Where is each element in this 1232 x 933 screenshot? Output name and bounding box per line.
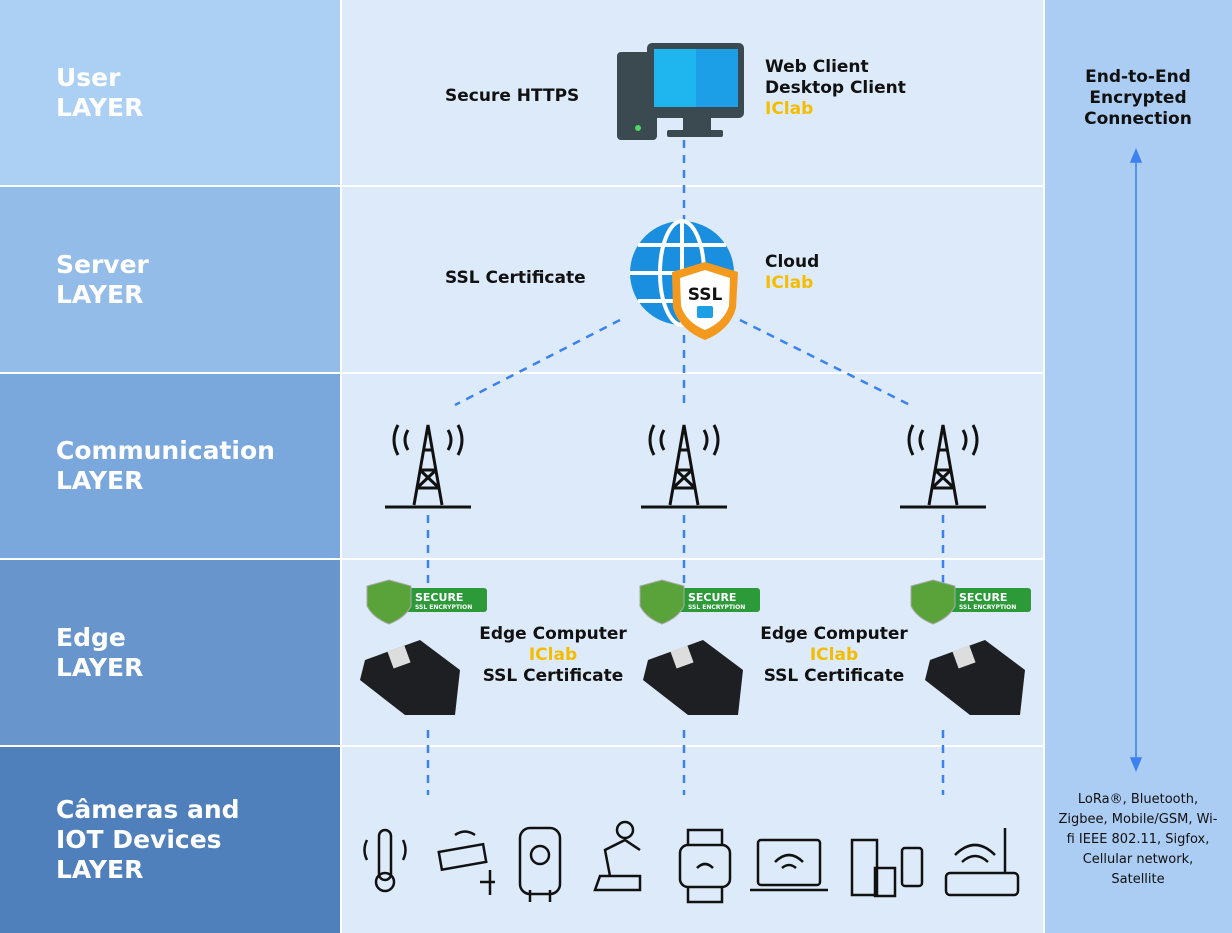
globe-ssl-icon: SSL xyxy=(630,219,738,340)
robot-arm-icon xyxy=(593,820,642,892)
brand-label: IClab xyxy=(809,645,859,665)
computer-icon xyxy=(617,43,744,140)
brand-label: IClab xyxy=(765,99,814,119)
layer-name: User xyxy=(56,62,121,92)
layer-name: Câmeras and IOT Devices xyxy=(56,795,240,854)
water-heater-icon xyxy=(518,826,562,902)
layer-suffix: LAYER xyxy=(56,652,144,682)
secure-https-label: Secure HTTPS xyxy=(445,86,580,106)
layer-suffix: LAYER xyxy=(56,279,144,309)
edge-computer-label: Edge Computer xyxy=(479,624,627,644)
cloud-name: Cloud xyxy=(765,252,820,272)
ssl-certificate-label: SSL Certificate xyxy=(445,268,586,288)
layer-name: Edge xyxy=(56,622,126,652)
edge-computer-label: Edge Computer xyxy=(760,624,908,644)
cloud-label: Cloud IClab xyxy=(765,252,819,294)
radio-tower-icon xyxy=(900,424,986,509)
layer-suffix: LAYER xyxy=(56,466,144,495)
ssl-cert-label: SSL Certificate xyxy=(482,666,624,686)
edge-devices: SECURE SSL ENCRYPTION SECURE SSL ENCRYPT… xyxy=(360,579,1031,715)
wifi-router-icon xyxy=(944,828,1020,897)
edge-label-1: Edge Computer IClab SSL Certificate xyxy=(478,624,628,687)
edge-device-icon: SECURE SSL ENCRYPTION xyxy=(360,579,487,715)
layer-name: Communication xyxy=(56,436,275,465)
clients-label: Web Client Desktop Client IClab xyxy=(765,57,906,120)
secure-badge-title: SECURE xyxy=(959,591,1007,604)
secure-badge-subtitle: SSL ENCRYPTION xyxy=(959,604,1016,611)
laptop-wifi-icon xyxy=(750,838,828,892)
secure-badge-subtitle: SSL ENCRYPTION xyxy=(415,604,472,611)
edge-label-2: Edge Computer IClab SSL Certificate xyxy=(759,624,909,687)
smartwatch-icon xyxy=(678,828,732,904)
layer-name: Server xyxy=(56,249,149,279)
edge-device-icon: SECURE SSL ENCRYPTION xyxy=(639,579,760,715)
edge-device-icon: SECURE SSL ENCRYPTION xyxy=(910,579,1031,715)
ssl-badge-text: SSL xyxy=(688,285,723,305)
radio-tower-icon xyxy=(385,424,471,509)
protocols-list: LoRa®, Bluetooth, Zigbee, Mobile/GSM, Wi… xyxy=(1058,792,1218,887)
radio-tower-icon xyxy=(641,424,727,509)
secure-badge-title: SECURE xyxy=(688,591,736,604)
secure-badge-subtitle: SSL ENCRYPTION xyxy=(688,604,745,611)
ssl-cert-label: SSL Certificate xyxy=(763,666,905,686)
desktop-client-label: Desktop Client xyxy=(765,78,906,98)
web-client-label: Web Client xyxy=(765,57,869,77)
secure-badge-title: SECURE xyxy=(415,591,463,604)
brand-label: IClab xyxy=(528,645,578,665)
smart-appliances-icon xyxy=(850,838,924,898)
security-camera-icon xyxy=(437,830,495,895)
layer-suffix: LAYER xyxy=(56,92,144,122)
brand-label: IClab xyxy=(765,273,814,293)
thermometer-icon xyxy=(363,828,407,893)
double-arrow-icon xyxy=(1129,148,1143,772)
end-to-end-label: End-to-End Encrypted Connection xyxy=(1084,67,1192,129)
layer-suffix: LAYER xyxy=(56,855,144,884)
